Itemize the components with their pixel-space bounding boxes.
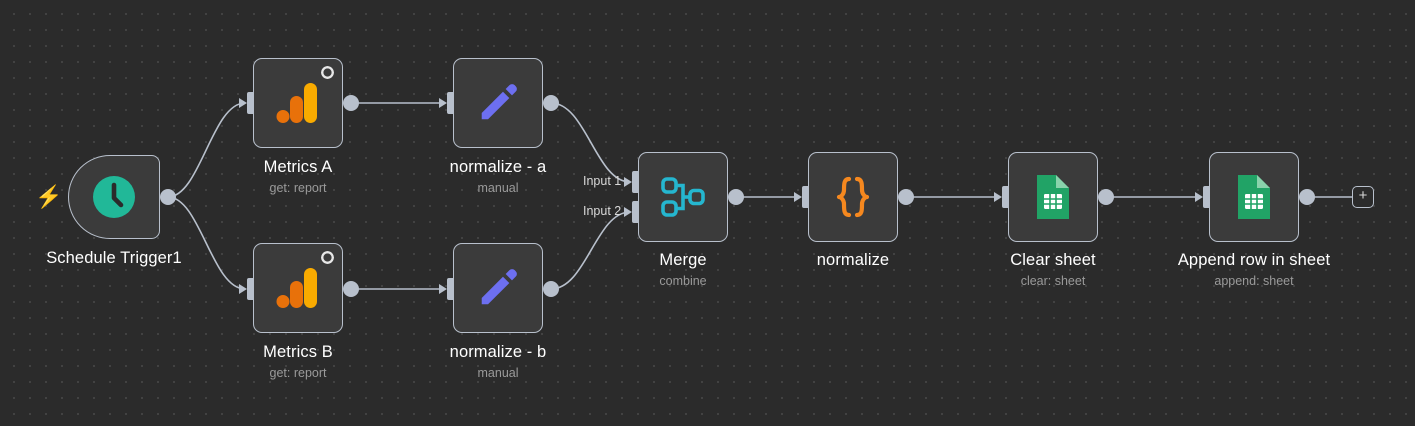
pencil-icon bbox=[475, 265, 521, 311]
node-label-clear-sheet: Clear sheet bbox=[1010, 251, 1096, 269]
input-port-append-row[interactable] bbox=[1203, 186, 1212, 208]
output-port-metrics-a[interactable] bbox=[343, 95, 359, 111]
input-port-normalize[interactable] bbox=[802, 186, 811, 208]
clock-icon bbox=[91, 174, 137, 220]
output-port-append-row[interactable] bbox=[1299, 189, 1315, 205]
node-label-metrics-b: Metrics B bbox=[263, 343, 333, 361]
output-port-metrics-b[interactable] bbox=[343, 281, 359, 297]
pencil-icon bbox=[475, 80, 521, 126]
merge-input-1-label: Input 1 bbox=[583, 174, 622, 188]
node-sublabel-clear-sheet: clear: sheet bbox=[1020, 274, 1086, 288]
lightning-bolt-icon: ⚡ bbox=[35, 184, 63, 209]
node-normalize-a[interactable] bbox=[453, 58, 543, 148]
merge-icon bbox=[659, 175, 707, 219]
input-arrow-normalize-a bbox=[439, 97, 447, 108]
retry-icon bbox=[320, 65, 335, 80]
input-port-clear-sheet[interactable] bbox=[1002, 186, 1011, 208]
input-port-merge-1[interactable] bbox=[632, 171, 641, 193]
input-arrow-metrics-b bbox=[239, 283, 247, 294]
input-arrow-merge-1 bbox=[624, 176, 632, 187]
node-merge[interactable] bbox=[638, 152, 728, 242]
edge-trigger-to-metrics-b bbox=[167, 196, 246, 290]
node-sublabel-normalize-a: manual bbox=[477, 181, 519, 195]
input-arrow-merge-2 bbox=[624, 206, 632, 217]
output-port-merge[interactable] bbox=[728, 189, 744, 205]
node-label-merge: Merge bbox=[659, 251, 707, 269]
node-metrics-a[interactable] bbox=[253, 58, 343, 148]
node-schedule-trigger[interactable] bbox=[68, 155, 160, 239]
node-label-metrics-a: Metrics A bbox=[263, 158, 333, 176]
node-sublabel-merge: combine bbox=[659, 274, 707, 288]
output-port-normalize-b[interactable] bbox=[543, 281, 559, 297]
node-label-normalize-a: normalize - a bbox=[449, 158, 547, 176]
node-label-append-row-in-sheet: Append row in sheet bbox=[1177, 251, 1331, 269]
edge-trigger-to-metrics-a bbox=[167, 102, 246, 198]
node-label-normalize-b: normalize - b bbox=[449, 343, 547, 361]
output-port-normalize[interactable] bbox=[898, 189, 914, 205]
node-append-row-in-sheet[interactable] bbox=[1209, 152, 1299, 242]
input-arrow-normalize-b bbox=[439, 283, 447, 294]
node-normalize-b[interactable] bbox=[453, 243, 543, 333]
input-port-metrics-b[interactable] bbox=[247, 278, 256, 300]
google-sheets-icon bbox=[1034, 173, 1072, 221]
input-port-metrics-a[interactable] bbox=[247, 92, 256, 114]
google-analytics-icon bbox=[276, 265, 320, 311]
input-arrow-clear-sheet bbox=[994, 191, 1002, 202]
google-analytics-icon bbox=[276, 80, 320, 126]
node-label-schedule-trigger: Schedule Trigger1 bbox=[46, 249, 182, 267]
google-sheets-icon bbox=[1235, 173, 1273, 221]
retry-icon bbox=[320, 250, 335, 265]
node-sublabel-normalize-b: manual bbox=[477, 366, 519, 380]
node-clear-sheet[interactable] bbox=[1008, 152, 1098, 242]
input-port-normalize-b[interactable] bbox=[447, 278, 456, 300]
node-sublabel-metrics-b: get: report bbox=[269, 366, 327, 380]
node-sublabel-append-row-in-sheet: append: sheet bbox=[1214, 274, 1294, 288]
input-arrow-append-row bbox=[1195, 191, 1203, 202]
node-normalize[interactable] bbox=[808, 152, 898, 242]
output-port-schedule-trigger[interactable] bbox=[160, 189, 176, 205]
node-sublabel-metrics-a: get: report bbox=[269, 181, 327, 195]
input-port-merge-2[interactable] bbox=[632, 201, 641, 223]
output-port-normalize-a[interactable] bbox=[543, 95, 559, 111]
input-arrow-metrics-a bbox=[239, 97, 247, 108]
input-arrow-normalize bbox=[794, 191, 802, 202]
code-braces-icon bbox=[831, 173, 875, 221]
edge-normalize-a-to-merge-input1 bbox=[550, 102, 631, 183]
node-label-normalize: normalize bbox=[816, 251, 890, 269]
edge-normalize-b-to-merge-input2 bbox=[550, 211, 631, 290]
add-node-button[interactable]: + bbox=[1352, 186, 1374, 208]
merge-input-2-label: Input 2 bbox=[583, 204, 622, 218]
output-port-clear-sheet[interactable] bbox=[1098, 189, 1114, 205]
node-metrics-b[interactable] bbox=[253, 243, 343, 333]
input-port-normalize-a[interactable] bbox=[447, 92, 456, 114]
